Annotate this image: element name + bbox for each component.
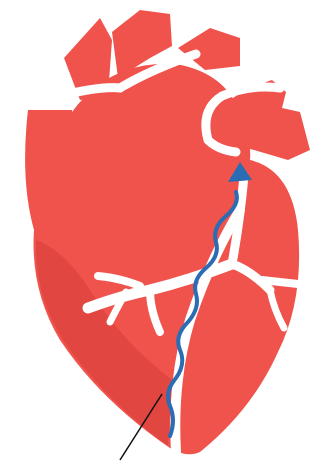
brachiocephalic-vessel [178, 28, 240, 70]
